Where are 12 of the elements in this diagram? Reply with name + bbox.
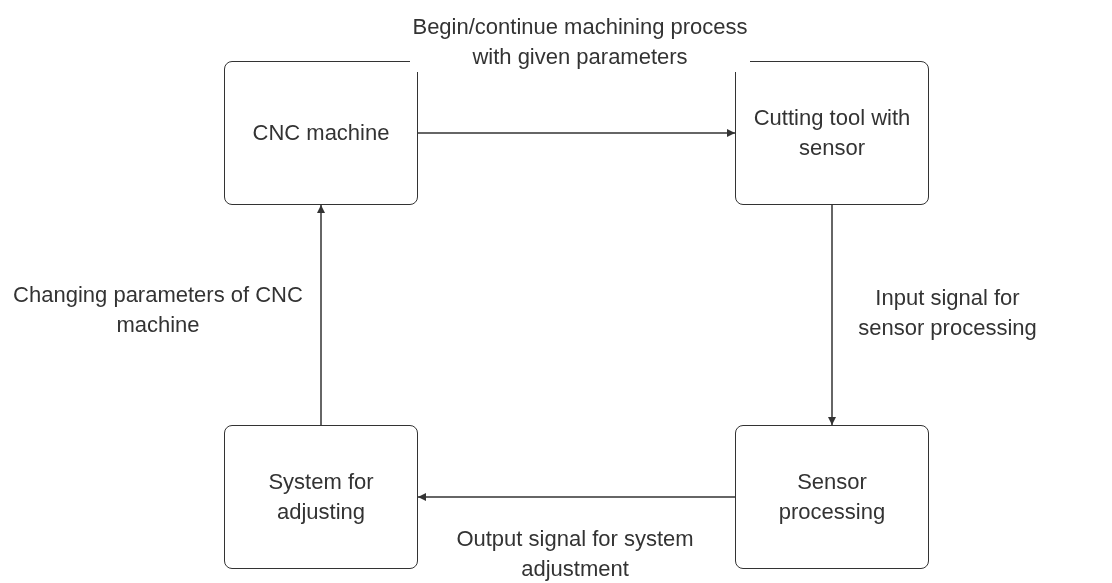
arrow [417, 129, 736, 137]
box-label: CNC machine [251, 119, 391, 147]
arrow [317, 204, 325, 426]
box-label: Cutting tool with sensor [752, 104, 912, 162]
arrow [828, 204, 836, 426]
process-box [224, 61, 418, 205]
process-box [224, 425, 418, 569]
arrow [417, 493, 736, 501]
process-box [735, 61, 929, 205]
box-label: Sensor processing [777, 468, 887, 526]
process-box [735, 425, 929, 569]
box-label: System for adjusting [267, 468, 375, 526]
